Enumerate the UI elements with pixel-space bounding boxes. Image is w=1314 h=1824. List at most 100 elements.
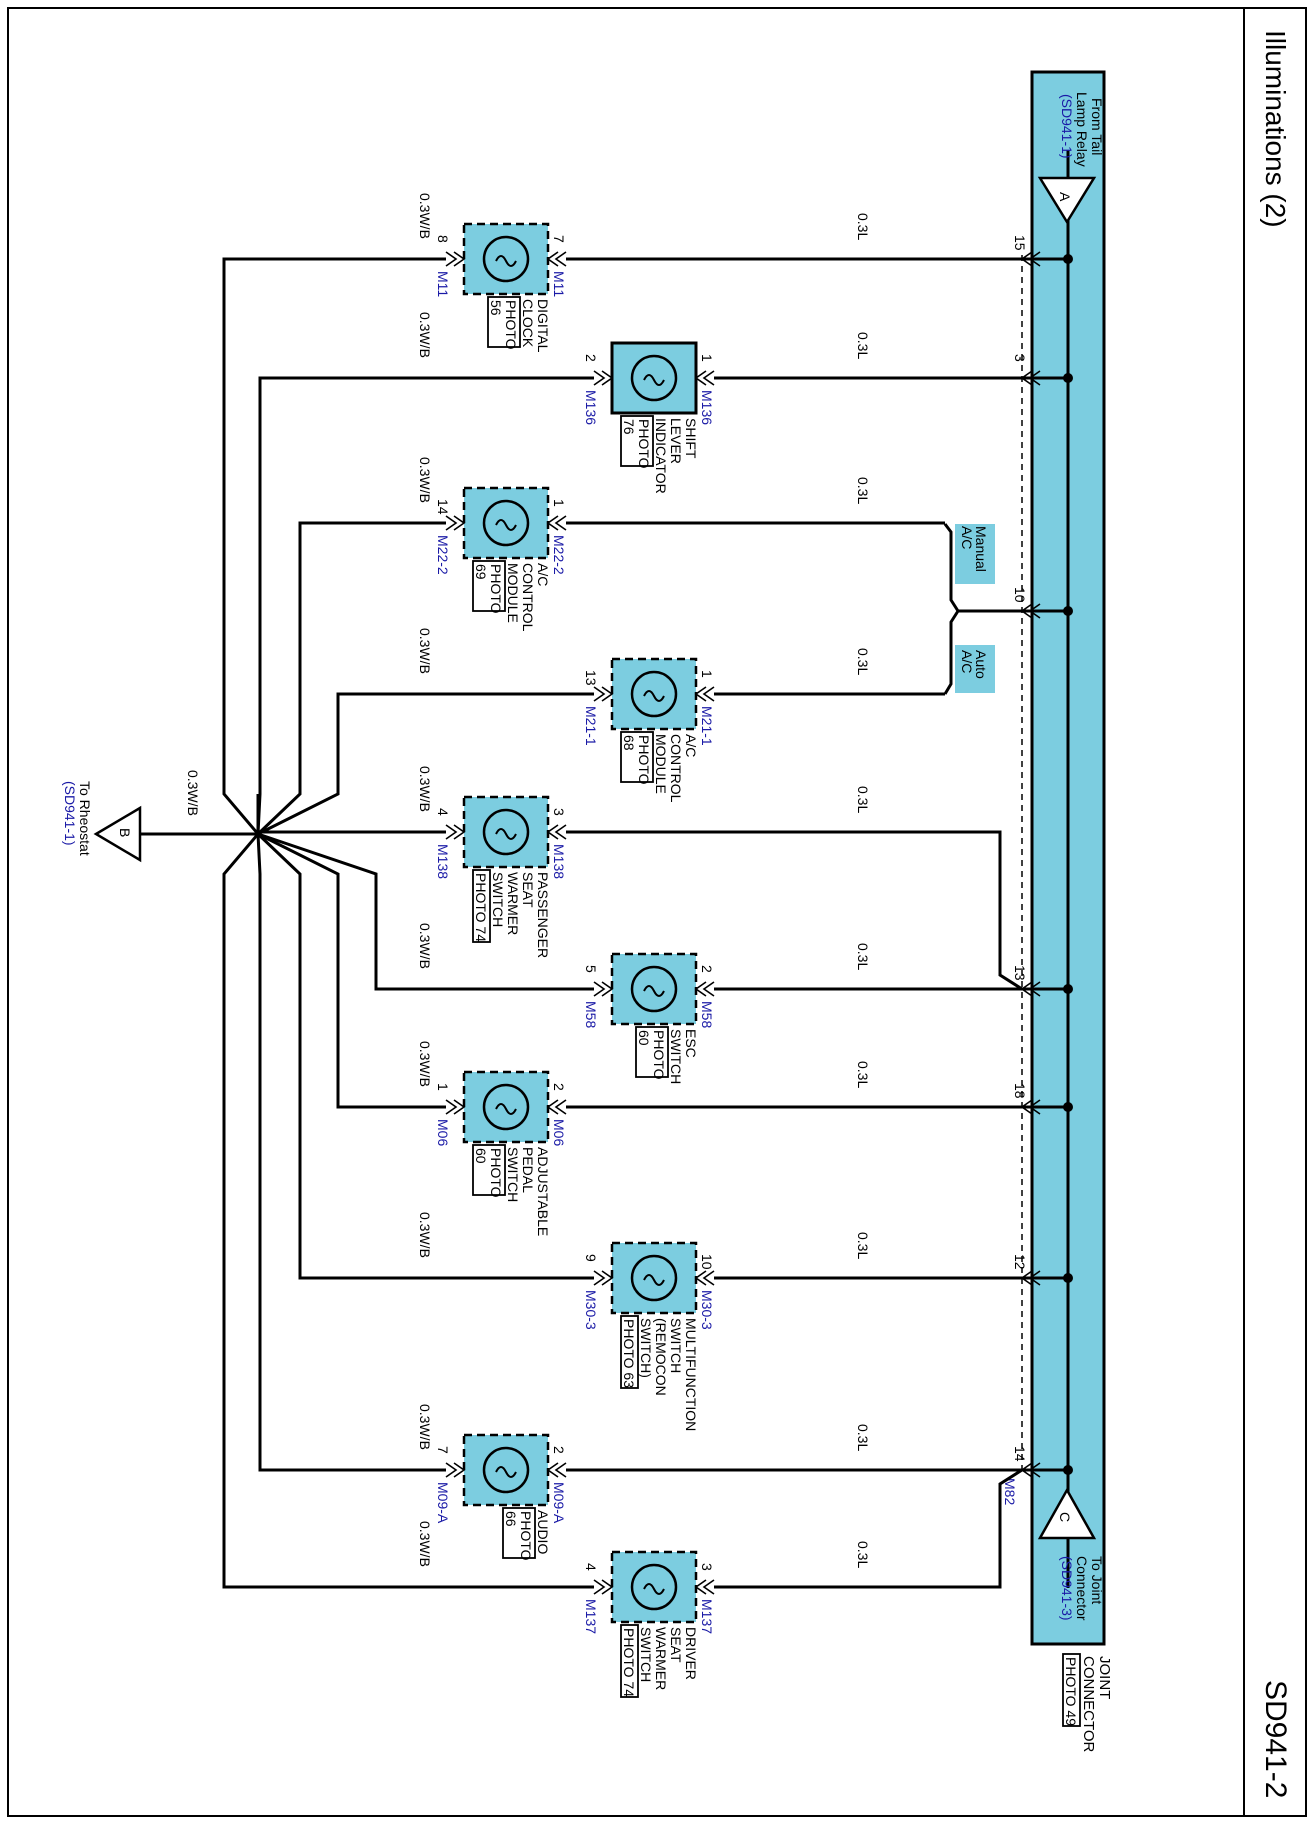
ref-a-line2: Lamp Relay — [1074, 92, 1090, 167]
ref-b[interactable]: B To Rheostat (SD941-1) — [62, 781, 142, 863]
connector-id-in: M58 — [699, 1001, 715, 1028]
filament-icon — [495, 1466, 517, 1478]
ref-a-letter: A — [1057, 192, 1073, 202]
component-name-line: WARMER — [653, 1627, 669, 1690]
manual-ac-label-1: Manual — [973, 526, 989, 572]
pin-out: 8 — [435, 235, 451, 243]
component-name-line: SWITCH — [505, 1147, 521, 1202]
component-name-line: SEAT — [668, 1627, 684, 1663]
photo-label: 68 — [621, 735, 637, 751]
ref-a-line1: From Tail — [1089, 98, 1105, 155]
connector-arrow-icon — [694, 1579, 715, 1595]
auto-ac-label-1: Auto — [973, 650, 989, 679]
connector-id-out: M138 — [435, 844, 451, 879]
pin-out: 2 — [583, 354, 599, 362]
joint-connector-photo: PHOTO 49 — [1063, 1657, 1079, 1726]
manual-ac-label-2: A/C — [959, 526, 975, 549]
multifunction-switch[interactable]: 0.3L0.3W/B109M30-3M30-3MULTIFUNCTIONSWIT… — [256, 832, 1022, 1431]
photo-label: PHOTO — [636, 419, 652, 469]
filament-icon — [495, 519, 517, 531]
ref-b-ref: (SD941-1) — [62, 781, 78, 846]
pin-in: 3 — [551, 808, 567, 816]
filament-icon — [643, 690, 665, 702]
auto-ac-callout: Auto A/C — [955, 645, 995, 693]
ground-wire — [256, 521, 446, 836]
main-ground-wire-label: 0.3W/B — [185, 770, 201, 816]
connector-arrow-icon — [694, 1270, 715, 1286]
photo-box — [472, 560, 506, 612]
pin-out: 5 — [583, 965, 599, 973]
jc-pin-14: 14 — [1012, 1446, 1073, 1478]
feed-wire-label: 0.3L — [855, 943, 871, 970]
connector-id-out: M136 — [583, 390, 599, 425]
manual-ac-callout: Manual A/C — [955, 524, 995, 584]
ref-c-triangle-icon — [1037, 1487, 1097, 1540]
connector-arrow-icon — [445, 1099, 466, 1115]
photo-label: PHOTO — [488, 1148, 504, 1198]
ref-c-line2: Connector — [1074, 1556, 1090, 1621]
component-name-line: SWITCH — [638, 1627, 654, 1682]
photo-label: 60 — [473, 1148, 489, 1164]
component-name-line: ESC — [683, 1029, 699, 1058]
ref-c-ref: (SD941-3) — [1059, 1556, 1075, 1621]
jc-pin-18: 18 — [1012, 1083, 1073, 1115]
photo-box — [635, 1026, 669, 1078]
ground-wire — [257, 692, 594, 836]
pin-in: 2 — [551, 1083, 567, 1091]
connector-arrow-icon — [546, 824, 567, 840]
photo-box — [472, 869, 491, 943]
ground-wire — [222, 257, 446, 835]
filament-icon — [643, 985, 665, 997]
ref-a[interactable]: A From Tail Lamp Relay (SD941-1) — [1037, 92, 1105, 225]
photo-box — [620, 731, 654, 783]
connector-arrow-icon — [546, 1099, 567, 1115]
connector-id-in: M30-3 — [699, 1290, 715, 1330]
component-name-line: CLOCK — [520, 299, 536, 348]
ground-wire-label: 0.3W/B — [417, 1041, 433, 1087]
jc-pin-number: 10 — [1012, 587, 1028, 603]
filament-icon — [643, 374, 665, 386]
component-name-line: CONTROL — [520, 563, 536, 632]
component-name-line: CONTROL — [668, 734, 684, 803]
connector-id-out: M09-A — [435, 1482, 451, 1524]
feed-wire-label: 0.3L — [855, 1424, 871, 1451]
jc-pin-number: 3 — [1012, 354, 1028, 362]
jc-pin-number: 12 — [1012, 1254, 1028, 1270]
component-name-line: SWITCH — [668, 1029, 684, 1084]
component-name-line: SWITCH — [668, 1318, 684, 1373]
connector-id-in: M09-A — [551, 1482, 567, 1524]
photo-box — [620, 415, 654, 467]
jc-pin-number: 18 — [1012, 1083, 1028, 1099]
pin-in: 1 — [551, 499, 567, 507]
photo-label: PHOTO 74 — [473, 873, 489, 942]
joint-connector-label-2: CONNECTOR — [1080, 1656, 1097, 1753]
ref-c[interactable]: C To Joint Connector (SD941-3) — [1037, 1487, 1105, 1621]
connector-arrow-icon — [593, 686, 614, 702]
ref-a-triangle-icon — [1037, 176, 1097, 225]
photo-box — [620, 1624, 639, 1698]
connector-arrow-icon — [593, 1270, 614, 1286]
pin-out: 7 — [435, 1446, 451, 1454]
ground-wire-label: 0.3W/B — [417, 193, 433, 239]
jc-pin-number: 14 — [1012, 1446, 1028, 1462]
component-name-line: ADJUSTABLE — [535, 1147, 551, 1236]
ground-wire-label: 0.3W/B — [417, 1212, 433, 1258]
feed-wire-label: 0.3L — [855, 477, 871, 504]
connector-arrow-icon — [546, 1462, 567, 1478]
connector-id-in: M22-2 — [551, 535, 567, 575]
connector-id-in: M138 — [551, 844, 567, 879]
component-name-line: WARMER — [505, 872, 521, 935]
component-name-line: SWITCH) — [638, 1318, 654, 1378]
feed-wire-label: 0.3L — [855, 1541, 871, 1568]
